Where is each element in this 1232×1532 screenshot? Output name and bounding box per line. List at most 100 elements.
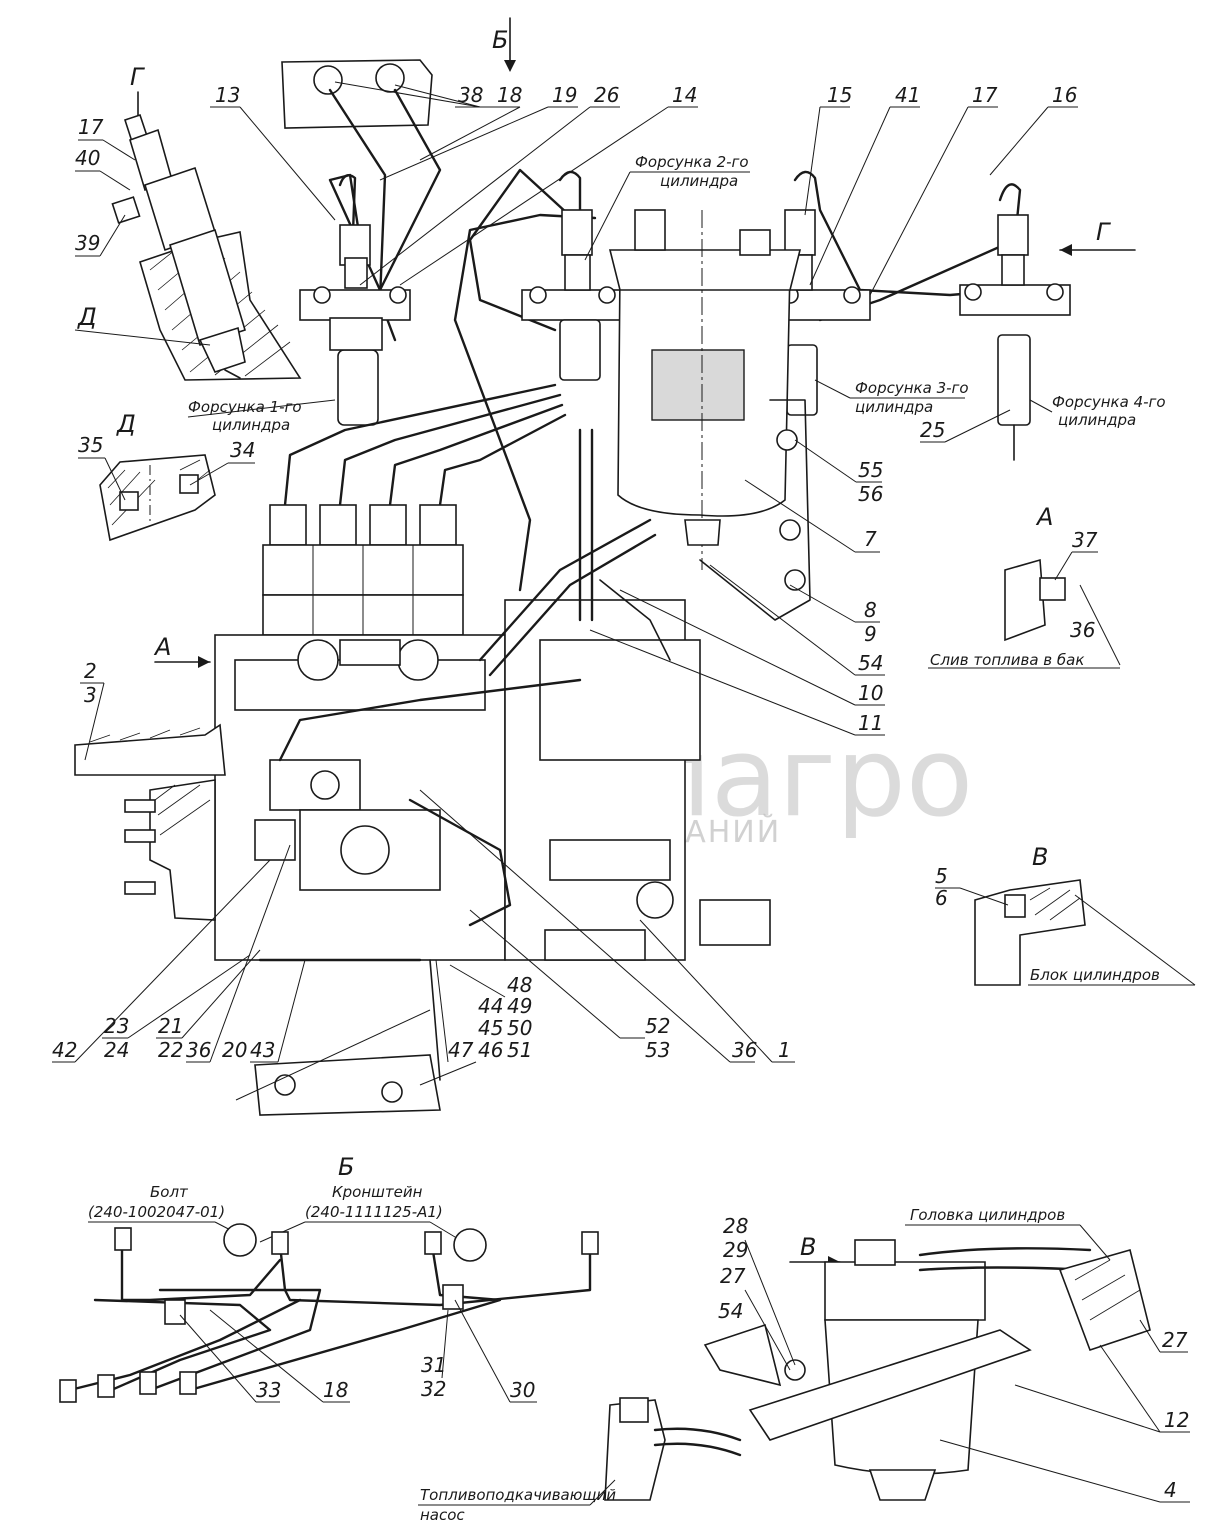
callout-10: 10: [858, 681, 883, 705]
callout-40: 40: [75, 146, 100, 170]
callout-53: 53: [645, 1038, 670, 1062]
top-head-detail: Б: [281, 17, 516, 129]
callout-25: 25: [920, 418, 945, 442]
view-g-injector-section: Г 17 40 39 Д: [74, 63, 302, 381]
callout-52: 52: [645, 1014, 670, 1038]
injector-1: Форсунка 1-го цилиндра: [187, 224, 411, 434]
callout-47: 47: [448, 1038, 474, 1062]
callout-32: 32: [421, 1377, 446, 1401]
injector-1-label-line2: цилиндра: [212, 416, 290, 434]
pump-elements: [262, 504, 464, 636]
drain-label: Слив топлива в бак: [930, 651, 1084, 669]
transfer-pump: Топливоподкачивающий насос: [418, 1397, 742, 1524]
callout-49: 49: [507, 994, 532, 1018]
callout-23: 23: [104, 1014, 129, 1038]
callout-56: 56: [858, 482, 883, 506]
callouts-bottom: 42 23 24 21 22 36 20 43 48 44 49 45 50 4…: [52, 789, 795, 1101]
callout-5: 5: [935, 864, 948, 888]
callout-50: 50: [507, 1016, 532, 1040]
callout-26: 26: [594, 83, 619, 107]
callout-17: 17: [972, 83, 998, 107]
callout-18-b: 18: [323, 1378, 348, 1402]
injector-3-label-line2: цилиндра: [855, 398, 933, 416]
callout-12: 12: [1164, 1408, 1189, 1432]
view-d-marker: Д: [77, 303, 97, 331]
callout-11: 11: [858, 711, 883, 735]
callout-27-left: 27: [720, 1264, 746, 1288]
callout-8: 8: [864, 598, 877, 622]
callout-36: 36: [186, 1038, 211, 1062]
filter-mount-detail: В Головка цилиндров 28 29 27 54 27 12 4: [703, 1206, 1190, 1503]
bolt-label-line2: (240-1002047-01): [88, 1203, 225, 1221]
callout-19: 19: [552, 83, 577, 107]
callout-44: 44: [478, 994, 503, 1018]
view-b-arrow-label: Б: [492, 26, 508, 54]
callout-18: 18: [497, 83, 522, 107]
view-g-title: Г: [130, 63, 145, 91]
callouts-main: 13 38 18 19 26 14 15 41 17 16 25 55 56 7…: [80, 81, 1078, 761]
transfer-pump-label-line1: Топливоподкачивающий: [420, 1486, 616, 1504]
callout-37: 37: [1072, 528, 1098, 552]
callout-38: 38: [458, 83, 483, 107]
transfer-pump-label-line2: насос: [420, 1506, 465, 1524]
callout-20: 20: [222, 1038, 247, 1062]
callout-36-a: 36: [1070, 618, 1095, 642]
callout-3: 3: [84, 683, 97, 707]
bolt-label-line1: Болт: [150, 1183, 189, 1201]
fuel-pump-assembly: [74, 383, 771, 1116]
injector-2-label-line2: цилиндра: [660, 172, 738, 190]
callout-6: 6: [935, 886, 948, 910]
injector-3-label-line1: Форсунка 3-го: [855, 379, 969, 397]
callout-45: 45: [478, 1016, 503, 1040]
callout-13: 13: [215, 83, 240, 107]
callout-27-right: 27: [1162, 1328, 1188, 1352]
head-label: Головка цилиндров: [910, 1206, 1065, 1224]
view-d-title: Д: [116, 410, 136, 438]
callout-30: 30: [510, 1378, 535, 1402]
injector-2-label-line1: Форсунка 2-го: [635, 153, 749, 171]
callout-55: 55: [858, 458, 883, 482]
callout-34: 34: [230, 438, 255, 462]
callout-4: 4: [1164, 1478, 1177, 1502]
callout-35: 35: [78, 433, 103, 457]
callout-16: 16: [1052, 83, 1077, 107]
view-v-arrow-label: В: [800, 1233, 816, 1261]
callout-48: 48: [507, 973, 532, 997]
callout-1: 1: [778, 1038, 791, 1062]
fuel-filter: [608, 209, 811, 621]
callout-17-g: 17: [78, 115, 104, 139]
callout-28: 28: [723, 1214, 748, 1238]
injector-4-label-line2: цилиндра: [1058, 411, 1136, 429]
callout-29: 29: [723, 1238, 748, 1262]
callout-41: 41: [895, 83, 920, 107]
callout-42: 42: [52, 1038, 77, 1062]
view-g-arrow-label: Г: [1096, 218, 1111, 246]
view-a-drain: А 37 36 Слив топлива в бак А: [153, 503, 1121, 669]
callout-39: 39: [75, 231, 100, 255]
callout-43: 43: [250, 1038, 275, 1062]
callout-14: 14: [672, 83, 697, 107]
callout-46: 46: [478, 1038, 503, 1062]
callout-15: 15: [827, 83, 852, 107]
callout-54-b: 54: [718, 1299, 743, 1323]
view-b-title: Б: [338, 1153, 354, 1181]
injector-4: Форсунка 4-го цилиндра Г: [959, 214, 1166, 461]
callout-9: 9: [864, 622, 877, 646]
view-d-section: Д 35 34: [78, 410, 255, 542]
view-a-arrow-label: А: [153, 633, 171, 661]
bracket-label-line2: (240-1111125-А1): [305, 1203, 443, 1221]
view-a-title: А: [1035, 503, 1053, 531]
callout-21: 21: [158, 1014, 183, 1038]
callout-54: 54: [858, 651, 883, 675]
view-v-title: В: [1032, 843, 1048, 871]
view-b-lines: Б Болт (240-1002047-01) Кронштейн (240-1…: [59, 1153, 599, 1403]
injector-3: Форсунка 3-го цилиндра: [769, 209, 969, 416]
injector-1-label-line1: Форсунка 1-го: [188, 398, 302, 416]
callout-24: 24: [104, 1038, 129, 1062]
callout-51: 51: [507, 1038, 532, 1062]
callout-2: 2: [84, 659, 97, 683]
view-v-block: В 5 6 Блок цилиндров: [935, 843, 1196, 986]
block-label: Блок цилиндров: [1030, 966, 1160, 984]
callout-22: 22: [158, 1038, 183, 1062]
